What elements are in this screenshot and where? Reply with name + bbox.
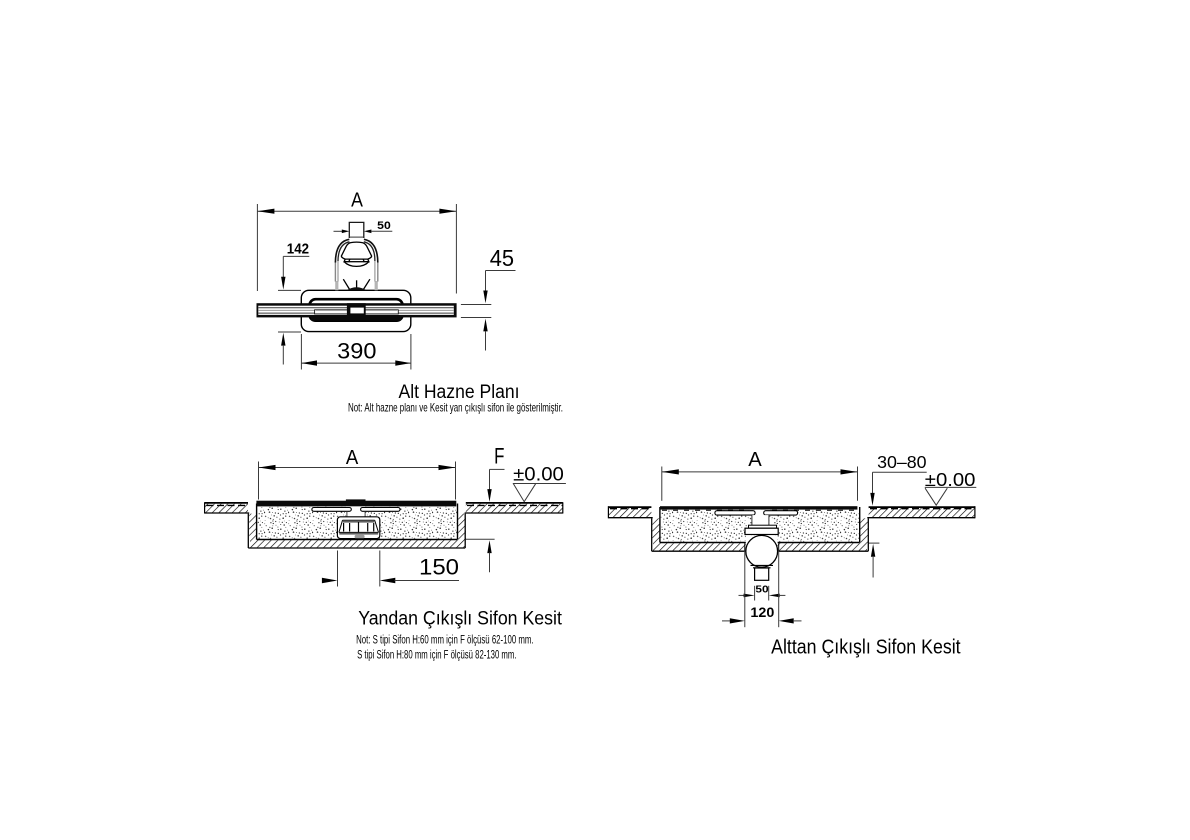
svg-text:±0.00: ±0.00 [925, 469, 976, 490]
svg-text:Not: Alt hazne planı ve Kesit: Not: Alt hazne planı ve Kesit yan çıkışl… [348, 401, 563, 415]
svg-text:±0.00: ±0.00 [513, 464, 564, 485]
svg-text:150: 150 [419, 554, 459, 579]
svg-text:45: 45 [490, 245, 514, 271]
svg-text:Alttan Çıkışlı Sifon Kesit: Alttan Çıkışlı Sifon Kesit [771, 637, 961, 659]
svg-text:Yandan Çıkışlı Sifon Kesit: Yandan Çıkışlı Sifon Kesit [358, 608, 562, 630]
svg-text:Not: S tipi Sifon H:60 mm için: Not: S tipi Sifon H:60 mm için F ölçüsü … [356, 632, 533, 646]
svg-text:A: A [748, 448, 762, 471]
svg-text:142: 142 [287, 241, 309, 257]
svg-text:50: 50 [755, 584, 768, 596]
svg-text:Alt Hazne Planı: Alt Hazne Planı [399, 381, 520, 403]
svg-text:120: 120 [750, 605, 774, 620]
svg-text:F: F [494, 443, 504, 468]
svg-text:50: 50 [377, 220, 391, 232]
svg-text:A: A [346, 446, 359, 469]
svg-text:A: A [351, 188, 363, 211]
svg-text:30–80: 30–80 [877, 452, 927, 472]
svg-text:S tipi Sifon H:80 mm için F öl: S tipi Sifon H:80 mm için F ölçüsü 82-13… [357, 648, 516, 662]
svg-text:390: 390 [337, 339, 376, 364]
